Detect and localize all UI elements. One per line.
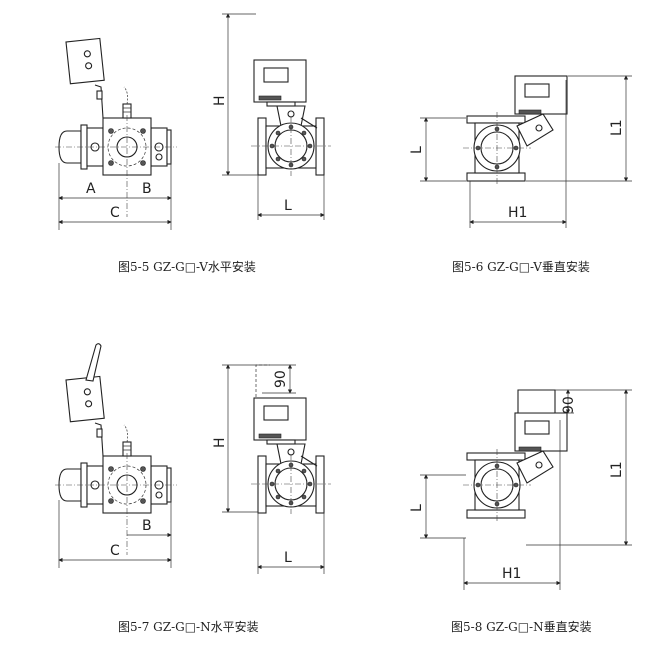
figure-5-7-side-view: B C xyxy=(54,343,178,568)
dim-label-l: L xyxy=(409,504,425,512)
dim-label-h1: H1 xyxy=(502,566,521,582)
figure-5-7-caption: 图5-7 GZ-G□-N水平安装 xyxy=(118,620,259,634)
dim-label-h1: H1 xyxy=(508,205,527,221)
dim-label-l: L xyxy=(409,146,425,154)
figure-5-5-side-view: A B C xyxy=(54,37,178,230)
dim-label-l: L xyxy=(284,198,292,214)
figure-5-5-caption: 图5-5 GZ-G□-V水平安装 xyxy=(118,260,256,274)
dim-label-l1: L1 xyxy=(609,461,625,478)
dim-label-c: C xyxy=(110,543,120,559)
figure-5-6-caption: 图5-6 GZ-G□-V垂直安装 xyxy=(452,260,590,274)
dim-label-h: H xyxy=(212,95,228,106)
dim-label-antenna-90: 90 xyxy=(561,396,577,414)
dim-label-antenna-90: 90 xyxy=(273,370,289,388)
figure-5-7-front-view: 90 H L xyxy=(212,364,332,574)
dim-label-l: L xyxy=(284,550,292,566)
figure-5-5-front-view: H L xyxy=(212,13,332,220)
dim-label-a: A xyxy=(86,181,96,197)
antenna-icon xyxy=(85,343,102,382)
figure-5-8-vertical-view: 90 L L1 H1 xyxy=(409,389,632,590)
figure-5-6-vertical-view: L L1 H1 xyxy=(409,75,632,228)
dim-label-h: H xyxy=(212,437,228,448)
dim-label-l1: L1 xyxy=(609,119,625,136)
figure-5-8-caption: 图5-8 GZ-G□-N垂直安装 xyxy=(451,620,592,634)
dim-label-b: B xyxy=(142,518,152,534)
dim-label-c: C xyxy=(110,205,120,221)
dim-label-b: B xyxy=(142,181,152,197)
